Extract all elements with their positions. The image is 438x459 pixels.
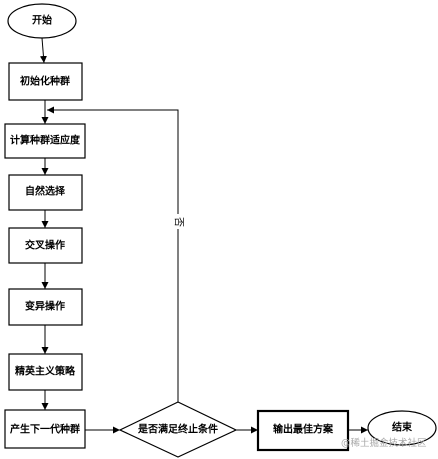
elitism-box: [8, 353, 83, 391]
next-generation-box: [4, 409, 86, 449]
start-label: 开始: [32, 14, 52, 27]
init-population-node: 初始化种群: [8, 62, 83, 101]
elitism-label: 精英主义策略: [15, 365, 76, 378]
natural-selection-node: 自然选择: [8, 174, 83, 211]
termination-check-node: 是否满足终止条件: [118, 401, 238, 458]
mutation-label: 变异操作: [25, 300, 65, 313]
init-population-box: [8, 62, 83, 101]
natural-selection-label: 自然选择: [25, 185, 66, 198]
next-generation-node: 产生下一代种群: [4, 409, 86, 449]
compute-fitness-label: 计算种群适应度: [10, 134, 81, 147]
mutation-box: [8, 288, 83, 326]
next-generation-label: 产生下一代种群: [10, 423, 80, 436]
termination-check-label: 是否满足终止条件: [137, 423, 218, 436]
crossover-label: 交叉操作: [25, 239, 65, 252]
arrow-loop-no-to-fitness: [47, 106, 179, 402]
compute-fitness-node: 计算种群适应度: [4, 123, 86, 159]
end-node: 结束: [367, 410, 437, 446]
mutation-node: 变异操作: [8, 288, 83, 326]
arrow-start-to-init: [39, 37, 47, 64]
termination-check-diamond: [118, 401, 238, 458]
crossover-node: 交叉操作: [8, 227, 83, 264]
loop-no-label: 否: [173, 217, 185, 227]
output-best-label: 输出最佳方案: [273, 423, 334, 436]
start-node: 开始: [7, 3, 77, 39]
watermark-text: @稀土掘金技术社区: [341, 437, 427, 449]
loop-no-label-background: [172, 214, 184, 229]
end-label: 结束: [392, 421, 413, 434]
end-ellipse: [367, 410, 437, 446]
init-population-label: 初始化种群: [20, 75, 70, 88]
loop-no-label-group: 否: [172, 214, 185, 229]
natural-selection-box: [8, 174, 83, 211]
elitism-node: 精英主义策略: [8, 353, 83, 391]
output-best-node: 输出最佳方案: [256, 409, 350, 452]
